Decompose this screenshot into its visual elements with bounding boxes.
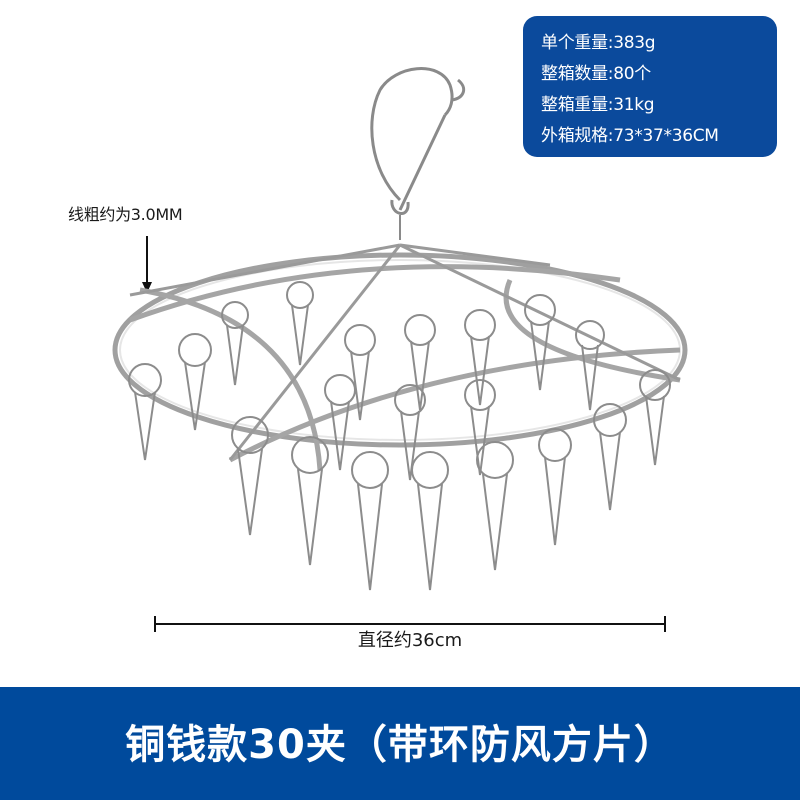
diameter-label: 直径约36cm xyxy=(357,630,463,651)
spec-carton-quantity: 整箱数量:80个 xyxy=(541,64,651,84)
hook-icon xyxy=(370,67,466,240)
product-title: 铜钱款30夹（带环防风方片） xyxy=(125,721,675,768)
spec-carton-size: 外箱规格:73*37*36CM xyxy=(541,126,719,146)
frame-ring xyxy=(112,243,688,471)
spec-box: 单个重量:383g 整箱数量:80个 整箱重量:31kg 外箱规格:73*37*… xyxy=(523,16,777,157)
hanger-illustration xyxy=(112,67,688,591)
product-title-banner: 铜钱款30夹（带环防风方片） xyxy=(0,687,800,800)
wire-thickness-label: 线粗约为3.0MM xyxy=(68,205,183,224)
spec-carton-weight: 整箱重量:31kg xyxy=(541,95,655,115)
clips xyxy=(128,281,671,591)
arrow-down-icon xyxy=(142,236,152,293)
spec-unit-weight: 单个重量:383g xyxy=(541,33,656,53)
dimension-line-icon xyxy=(154,616,666,632)
